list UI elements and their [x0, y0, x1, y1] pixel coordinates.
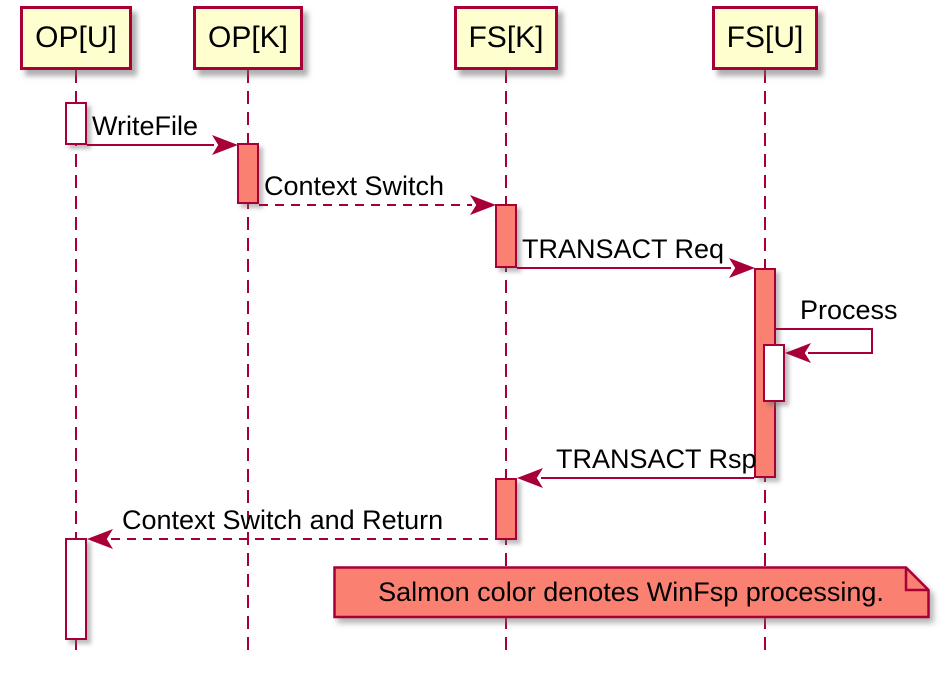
- arrowhead-context-return: [87, 529, 113, 549]
- lifeline-fsk: [505, 70, 507, 653]
- activation-fsk-salmon-1: [495, 204, 517, 268]
- participant-box-fsu: FS[U]: [712, 6, 818, 70]
- participant-box-opk: OP[K]: [193, 6, 303, 70]
- participant-label-opk: OP[K]: [207, 21, 289, 54]
- participant-label-opu: OP[U]: [35, 21, 117, 54]
- message-line-process-side: [871, 328, 873, 354]
- lifeline-opu: [75, 70, 77, 653]
- participant-label-fsu: FS[U]: [726, 21, 804, 54]
- message-line-transact-req: [517, 267, 731, 269]
- message-label-context-switch: Context Switch: [264, 171, 445, 201]
- lifeline-opk: [247, 70, 249, 653]
- arrowhead-transact-req: [729, 258, 755, 278]
- note-text: Salmon color denotes WinFsp processing.: [378, 577, 884, 607]
- message-label-context-return: Context Switch and Return: [122, 505, 444, 535]
- activation-opk-salmon: [237, 143, 259, 204]
- message-line-context-switch: [259, 204, 472, 206]
- participant-label-fsk: FS[K]: [468, 21, 544, 54]
- arrowhead-context-switch: [470, 195, 496, 215]
- message-line-process-top: [776, 328, 873, 330]
- arrowhead-writefile: [212, 135, 238, 155]
- participant-box-fsk: FS[K]: [454, 6, 558, 70]
- message-line-transact-rsp: [541, 477, 754, 479]
- message-label-transact-req: TRANSACT Req: [522, 234, 725, 264]
- message-line-writefile: [87, 144, 214, 146]
- activation-fsu-nested-white: [763, 344, 785, 402]
- message-label-writefile: WriteFile: [92, 111, 199, 141]
- activation-fsk-salmon-2: [495, 478, 517, 540]
- message-line-process-bottom: [808, 352, 873, 354]
- note-shape: [333, 566, 930, 619]
- activation-opu-2: [65, 538, 87, 640]
- activation-opu-1: [65, 102, 87, 145]
- message-label-process: Process: [800, 295, 898, 325]
- participant-box-opu: OP[U]: [20, 6, 132, 70]
- message-label-transact-rsp: TRANSACT Rsp: [556, 444, 757, 474]
- arrowhead-transact-rsp: [517, 468, 543, 488]
- message-line-context-return: [111, 538, 495, 540]
